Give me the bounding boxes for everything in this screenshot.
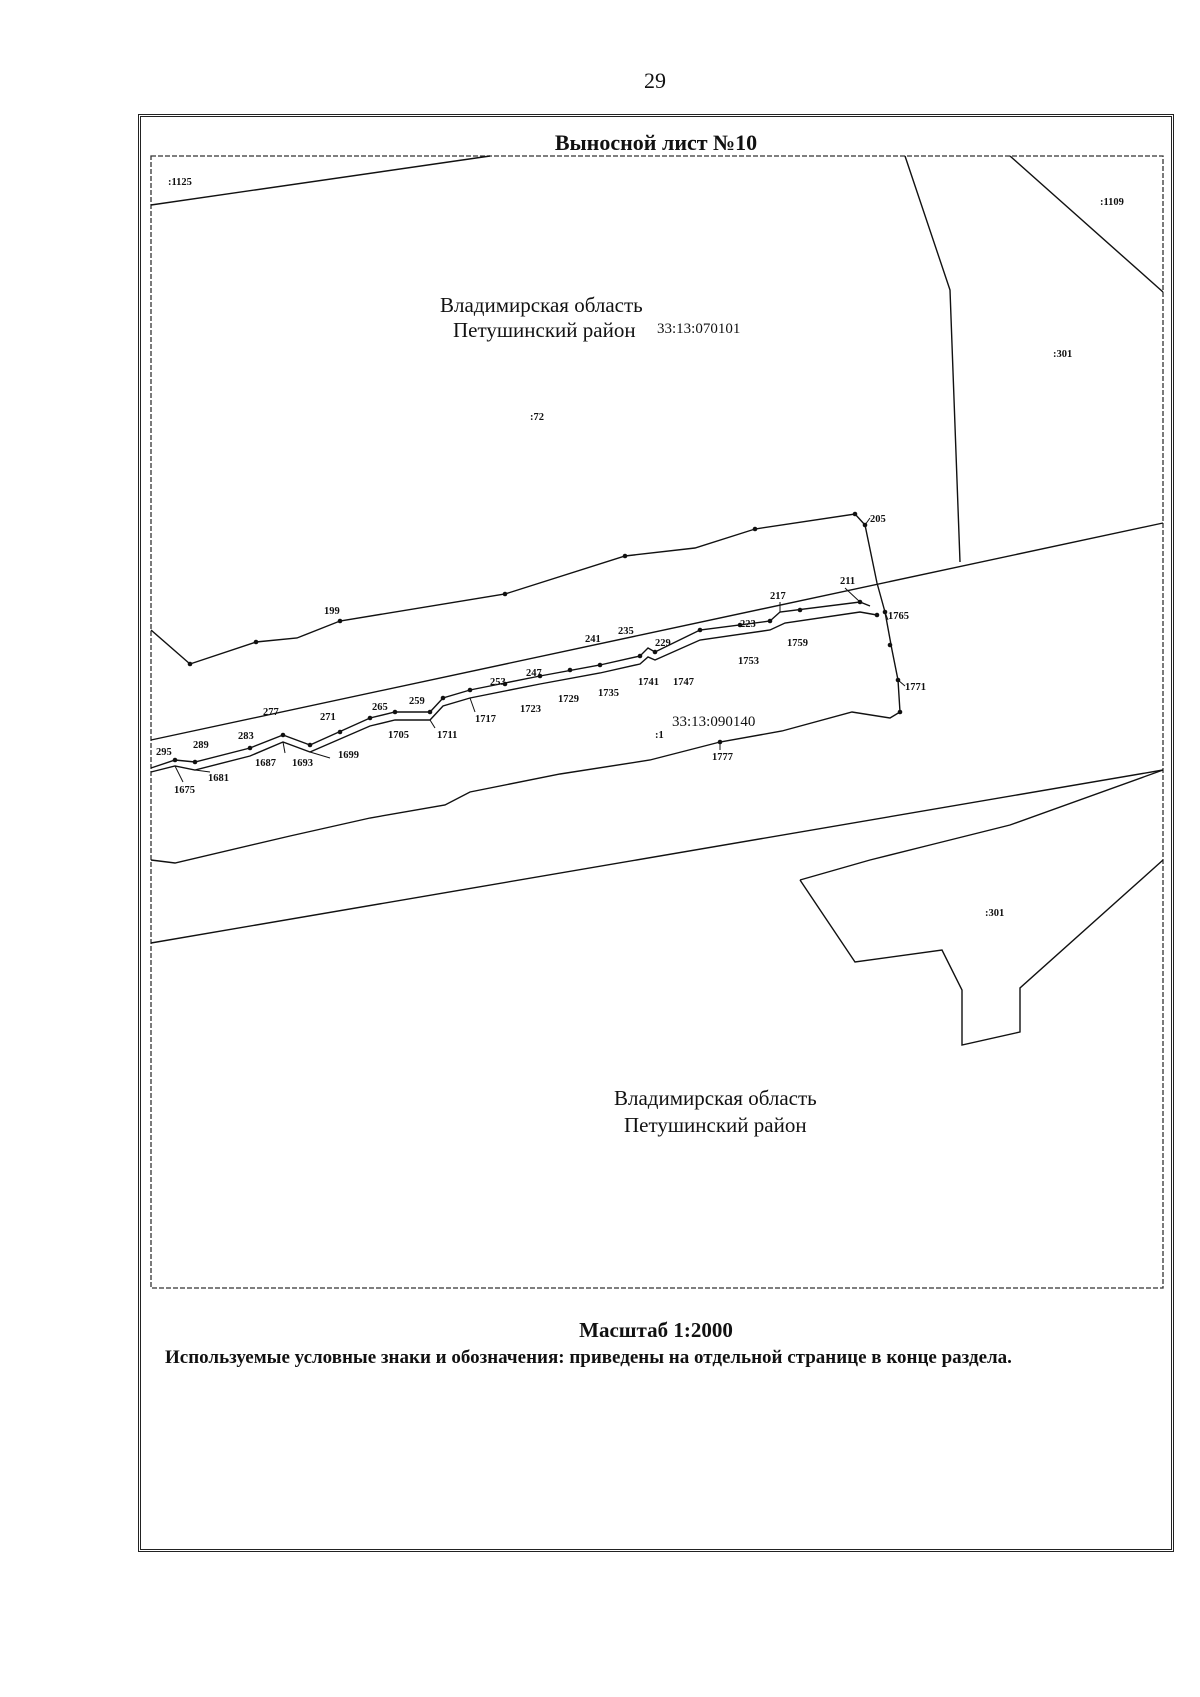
region-top-line2: Петушинский район [453,318,636,342]
parcel-label: :1109 [1100,197,1124,208]
parcel-boundary-1125 [150,155,491,206]
point-label: 1771 [905,682,926,693]
road-edge-upper [150,522,1164,741]
parcel-boundary-1109 [1009,155,1164,293]
legend-note: Используемые условные знаки и обозначени… [165,1347,1012,1368]
parcel-label: :1 [655,730,664,741]
point-label: 1759 [787,638,808,649]
point-label: 1729 [558,694,579,705]
pipeline-line-b [150,611,878,773]
point-label: 211 [840,576,855,587]
pipeline-line-a [150,601,871,769]
point-label: 265 [372,702,388,713]
point-label: 289 [193,740,209,751]
point-label: 295 [156,747,172,758]
point-label: 1705 [388,730,409,741]
region-top-cadastral: 33:13:070101 [657,321,740,337]
map-frame [150,155,1164,1289]
point-label: 235 [618,626,634,637]
region-top-line1: Владимирская область [440,293,643,317]
point-label: 271 [320,712,336,723]
point-label: 1693 [292,758,313,769]
point-label: 1723 [520,704,541,715]
scale-label: Масштаб 1:2000 [579,1318,733,1342]
page-number: 29 [644,68,666,93]
point-label: 1741 [638,677,659,688]
point-label: 1699 [338,750,359,761]
parcel-label: :301 [1053,349,1072,360]
point-label: 247 [526,668,542,679]
point-label: 205 [870,514,886,525]
point-label: 223 [740,619,756,630]
point-label: 1747 [673,677,694,688]
point-label: 1753 [738,656,759,667]
region-bottom-line2: Петушинский район [624,1113,807,1137]
road-edge-lower [150,769,1164,944]
parcel-boundary-301-upper [904,155,961,563]
parcel-boundary-1 [150,611,901,864]
point-label: 1777 [712,752,733,763]
point-label: 1717 [475,714,496,725]
point-label: 283 [238,731,254,742]
parcel-label: :301 [985,908,1004,919]
sheet-title: Выносной лист №10 [554,130,758,155]
point-label: 1687 [255,758,276,769]
point-label: 217 [770,591,786,602]
point-label: 1681 [208,773,229,784]
point-label: 259 [409,696,425,707]
point-label: 1735 [598,688,619,699]
point-label: 241 [585,634,601,645]
point-label: 253 [490,677,506,688]
parcel-label: :72 [530,412,544,423]
outer-frame [138,114,1174,1552]
point-label: 199 [324,606,340,617]
parcel-boundary-301-lower [799,859,1164,1046]
point-label: 229 [655,638,671,649]
point-label: 1765 [888,611,909,622]
quarter-label: 33:13:090140 [672,714,755,730]
point-label: 277 [263,707,279,718]
parcel-boundary-72 [150,513,886,665]
point-label: 1675 [174,785,195,796]
region-bottom-line1: Владимирская область [614,1086,817,1110]
point-label: 1711 [437,730,457,741]
parcel-label: :1125 [168,177,192,188]
